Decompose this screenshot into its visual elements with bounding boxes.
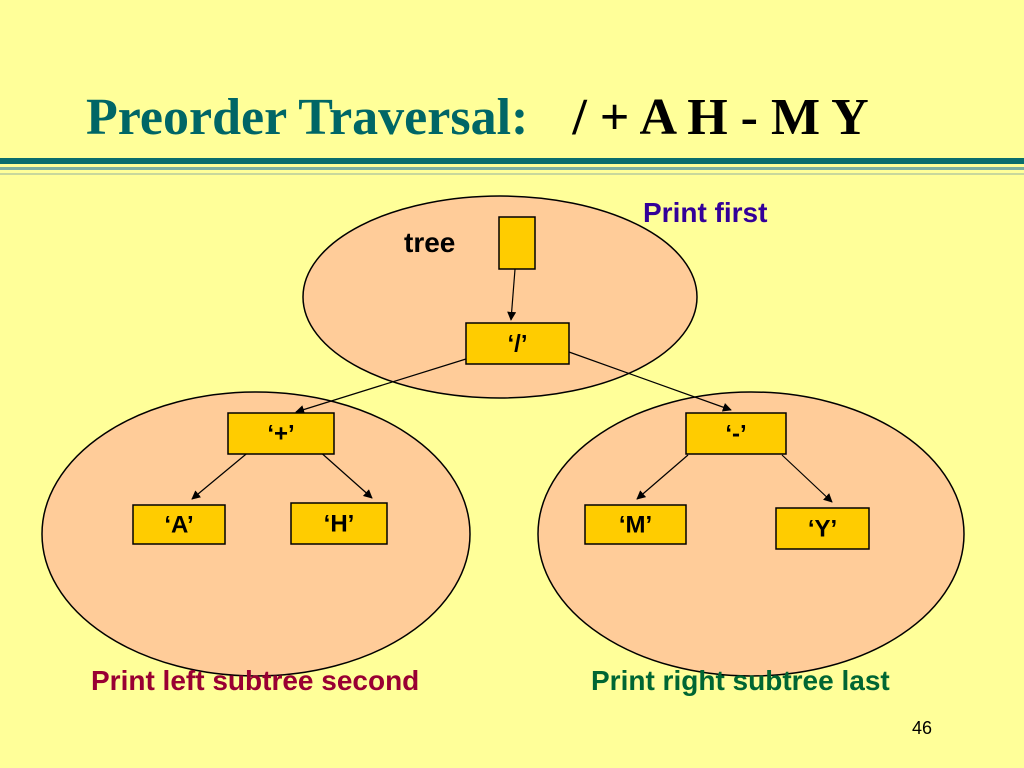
edge-root-right bbox=[568, 351, 732, 412]
page-number: 46 bbox=[912, 718, 933, 738]
title-rule-thick bbox=[0, 158, 1024, 164]
edge-right-Y bbox=[781, 454, 833, 503]
edge-root-left bbox=[295, 358, 467, 414]
node-left-right-label: ‘H’ bbox=[324, 511, 355, 538]
node-root: ‘/’ bbox=[465, 322, 570, 365]
tree-pointer-label: tree bbox=[404, 227, 456, 258]
node-left-label: ‘+’ bbox=[267, 421, 294, 448]
caption-right-subtree: Print right subtree last bbox=[591, 665, 890, 696]
slide-title: Preorder Traversal: / + A H - M Y bbox=[86, 92, 869, 144]
node-right: ‘-’ bbox=[685, 412, 787, 455]
root-oval bbox=[302, 195, 698, 399]
edge-left-H bbox=[317, 449, 373, 499]
edge-left-A bbox=[191, 449, 252, 500]
left-subtree-oval bbox=[41, 391, 471, 677]
title-rule-mid bbox=[0, 167, 1024, 170]
node-left: ‘+’ bbox=[227, 412, 335, 455]
edge-right-M bbox=[636, 454, 689, 500]
title-rule-thin bbox=[0, 173, 1024, 175]
node-left-left: ‘A’ bbox=[132, 504, 226, 545]
caption-left-subtree: Print left subtree second bbox=[91, 665, 420, 696]
caption-print-first: Print first bbox=[643, 197, 768, 228]
node-root-label: ‘/’ bbox=[507, 331, 527, 358]
node-right-right: ‘Y’ bbox=[775, 507, 870, 550]
tree-pointer-box bbox=[498, 216, 536, 270]
node-left-left-label: ‘A’ bbox=[164, 512, 193, 539]
node-right-right-label: ‘Y’ bbox=[808, 516, 837, 543]
node-right-left-label: ‘M’ bbox=[619, 512, 652, 539]
traversal-expression: / + A H - M Y bbox=[572, 89, 869, 146]
right-subtree-oval bbox=[537, 391, 965, 677]
node-left-right: ‘H’ bbox=[290, 502, 388, 545]
node-right-label: ‘-’ bbox=[725, 421, 746, 448]
slide-title-text: Preorder Traversal: bbox=[86, 89, 529, 146]
node-right-left: ‘M’ bbox=[584, 504, 687, 545]
